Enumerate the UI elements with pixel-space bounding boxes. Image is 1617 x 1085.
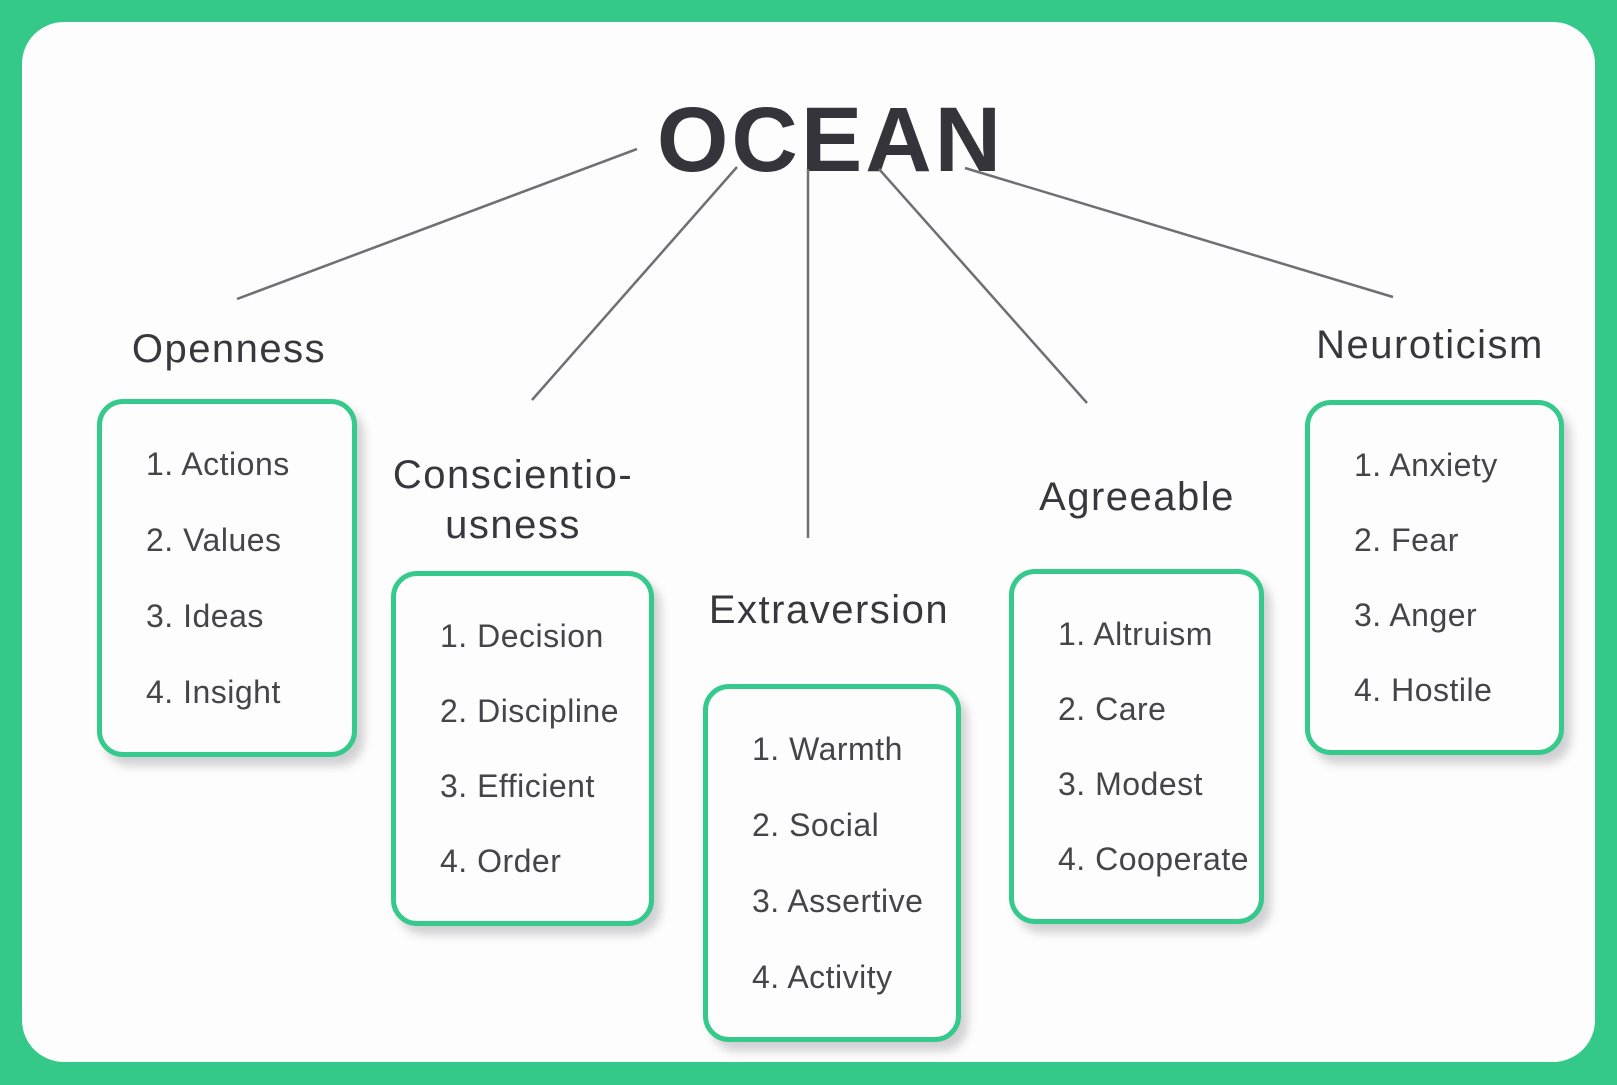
diagram-card: OCEAN Openness 1. Actions 2. Values 3. I… [22,22,1595,1062]
trait-item: 1. Anxiety [1354,447,1498,483]
trait-item: 4. Hostile [1354,672,1493,708]
trait-item: 4. Activity [752,959,893,995]
branch-label-openness: Openness [79,324,379,374]
trait-item: 4. Insight [146,674,281,710]
trait-box-conscientiousness: 1. Decision 2. Discipline 3. Efficient 4… [391,571,654,926]
trait-item: 2. Values [146,522,282,558]
trait-box-extraversion: 1. Warmth 2. Social 3. Assertive 4. Acti… [703,684,961,1042]
branch-label-extraversion: Extraversion [676,585,982,635]
trait-item: 2. Discipline [440,693,620,729]
trait-item: 1. Altruism [1058,616,1213,652]
trait-item: 3. Efficient [440,768,595,804]
trait-item: 1. Warmth [752,731,903,767]
trait-item: 2. Social [752,807,880,843]
diagram-title: OCEAN [656,89,1005,191]
branch-label-text: Conscientio- [392,453,634,497]
branch-label-text: Agreeable [1039,475,1235,519]
branch-label-text: Extraversion [708,588,950,632]
trait-item: 1. Actions [146,446,290,482]
trait-item: 3. Modest [1058,766,1204,802]
branch-label-agreeable: Agreeable [987,472,1287,522]
branch-label-conscientiousness: Conscientio- usness [353,450,673,550]
trait-item: 3. Assertive [752,883,924,919]
trait-box-neuroticism: 1. Anxiety 2. Fear 3. Anger 4. Hostile [1305,400,1564,755]
trait-item: 2. Fear [1354,522,1459,558]
trait-item: 4. Order [440,843,562,879]
trait-item: 1. Decision [440,618,604,654]
trait-item: 2. Care [1058,691,1167,727]
branch-label-neuroticism: Neuroticism [1280,320,1580,370]
trait-item: 3. Ideas [146,598,264,634]
branch-label-text: Neuroticism [1316,323,1544,367]
trait-item: 4. Cooperate [1058,841,1250,877]
trait-box-agreeable: 1. Altruism 2. Care 3. Modest 4. Coopera… [1009,569,1264,924]
branch-label-text: Openness [131,327,327,371]
branch-label-text: usness [445,503,581,547]
trait-box-openness: 1. Actions 2. Values 3. Ideas 4. Insight [97,399,357,757]
trait-item: 3. Anger [1354,597,1478,633]
